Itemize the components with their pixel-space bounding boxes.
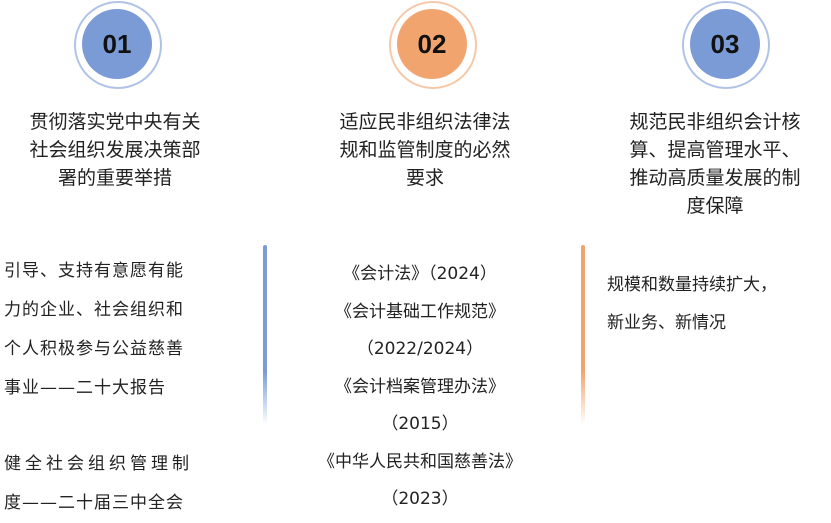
number-badge-1: 01 (82, 9, 152, 79)
law-item: 《会计法》（2024） (343, 264, 497, 284)
number-badge-3: 03 (690, 9, 760, 79)
column-title-1: 贯彻落实党中央有关 社会组织发展决策部 署的重要举措 (0, 108, 230, 192)
column-2-body: 《会计法》（2024） 《会计基础工作规范》 （2022/2024） 《会计档案… (290, 256, 550, 519)
body-line: 度——二十届三中全会 (4, 493, 184, 513)
ring-2 (389, 1, 477, 89)
title-line: 推动高质量发展的制 (629, 167, 801, 189)
body-line: 个人积极参与公益慈善 (4, 339, 184, 359)
title-line: 要求 (405, 167, 444, 189)
body-line: 引导、支持有意愿有能 (4, 261, 184, 281)
ring-3 (682, 1, 770, 89)
divider-2 (581, 245, 585, 425)
column-title-3: 规范民非组织会计核 算、提高管理水平、 推动高质量发展的制 度保障 (600, 108, 830, 220)
body-line: 健全社会组织管理制 (4, 454, 193, 474)
law-item: （2015） (381, 414, 459, 434)
ring-1 (74, 1, 162, 89)
body-line: 力的企业、社会组织和 (4, 300, 184, 320)
column-1-body: 引导、支持有意愿有能 力的企业、社会组织和 个人积极参与公益慈善 事业——二十大… (4, 252, 193, 523)
law-item: （2022/2024） (356, 339, 484, 359)
title-line: 署的重要举措 (57, 167, 172, 189)
title-line: 社会组织发展决策部 (29, 139, 201, 161)
title-line: 算、提高管理水平、 (629, 139, 801, 161)
column-title-2: 适应民非组织法律法 规和监管制度的必然 要求 (310, 108, 540, 192)
column-3-body: 规模和数量持续扩大， 新业务、新情况 (607, 266, 777, 342)
body-line: 规模和数量持续扩大， (607, 275, 777, 295)
title-line: 适应民非组织法律法 (339, 111, 511, 133)
title-line: 贯彻落实党中央有关 (29, 111, 201, 133)
body-line: 新业务、新情况 (607, 313, 726, 333)
number-badge-2: 02 (397, 9, 467, 79)
law-item: 《中华人民共和国慈善法》 (318, 451, 522, 472)
body-line: 事业——二十大报告 (4, 378, 166, 398)
law-item: 《会计基础工作规范》 (335, 301, 505, 322)
title-line: 规和监管制度的必然 (339, 139, 511, 161)
title-line: 度保障 (686, 195, 744, 217)
law-item: 《会计档案管理办法》 (335, 376, 505, 397)
law-item: （2023） (381, 489, 459, 509)
title-line: 规范民非组织会计核 (629, 111, 801, 133)
divider-1 (263, 245, 267, 425)
